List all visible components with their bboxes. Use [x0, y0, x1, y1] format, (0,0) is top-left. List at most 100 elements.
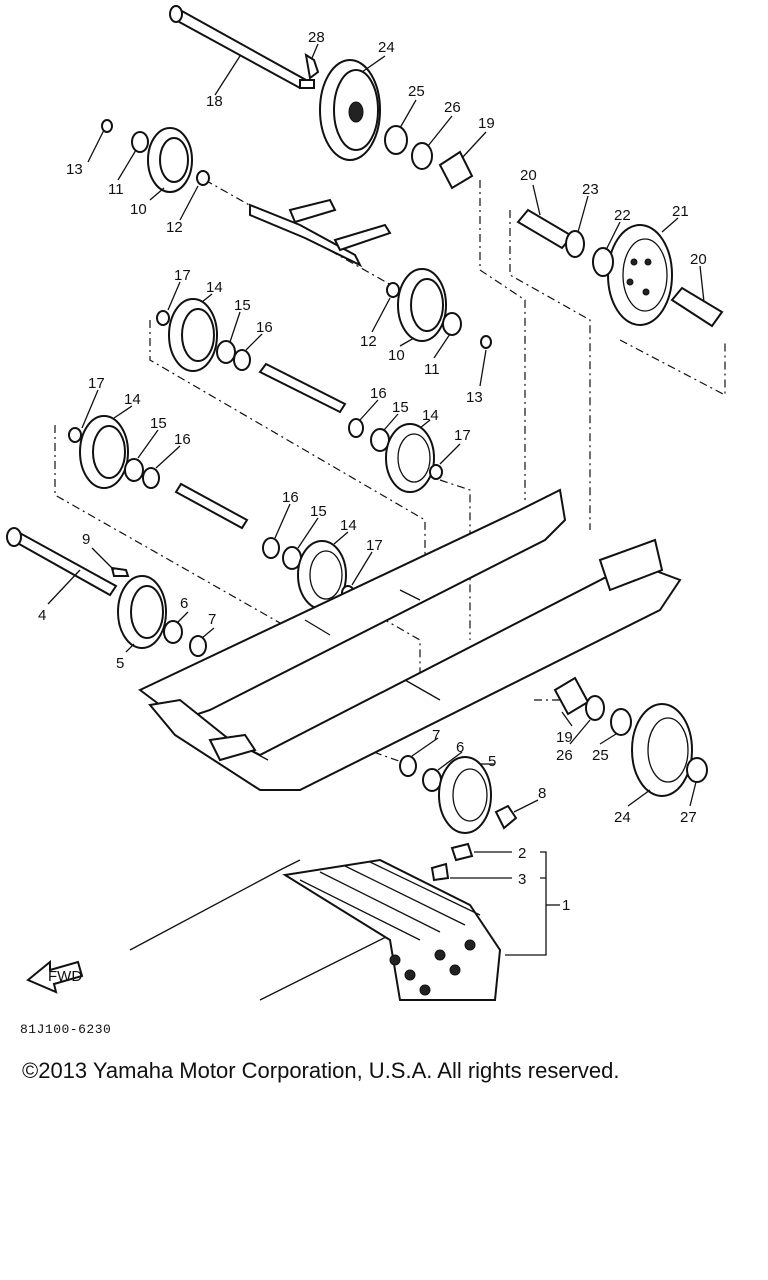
callout-10-upper: 10 [130, 201, 147, 218]
upper-arm [249, 198, 392, 268]
callout-10-lower: 10 [388, 347, 405, 364]
callout-19-lower: 19 [556, 729, 573, 746]
clip-2 [450, 842, 474, 862]
callout-12-lower: 12 [360, 333, 377, 350]
callout-2: 2 [518, 845, 526, 862]
callout-5-right: 5 [488, 753, 496, 770]
callout-13-upper: 13 [66, 161, 83, 178]
callout-25-top: 25 [408, 83, 425, 100]
callout-7-left: 7 [208, 611, 216, 628]
bearing-11-upper [131, 131, 149, 153]
callout-15-row2l: 15 [150, 415, 167, 432]
callout-27: 27 [680, 809, 697, 826]
bearing-22 [592, 247, 614, 277]
collar-16-row1 [233, 349, 251, 371]
spacer-20-right [670, 286, 724, 328]
callout-17-row1: 17 [174, 267, 191, 284]
shaft-4 [6, 527, 118, 597]
spacer-19-top [438, 150, 474, 190]
wheel-10-lower [397, 268, 447, 342]
nut-8 [494, 804, 518, 830]
callout-6-right: 6 [456, 739, 464, 756]
nut-13-upper [101, 119, 113, 133]
nut-17-row2r [429, 464, 443, 480]
ring-23 [565, 230, 585, 258]
callout-25-lower: 25 [592, 747, 609, 764]
callout-14-row1: 14 [206, 279, 223, 296]
callout-5-left: 5 [116, 655, 124, 672]
callout-24-top: 24 [378, 39, 395, 56]
callout-16-row2r: 16 [370, 385, 387, 402]
clip-12-upper [196, 170, 210, 186]
spacer-20-left [516, 208, 574, 250]
wheel-14-row2l [79, 415, 129, 489]
leader-lines [47, 43, 705, 956]
callout-labels: 28 24 18 25 26 19 13 11 10 12 20 23 22 2… [38, 29, 707, 914]
collar-16-row2r [348, 418, 364, 438]
bearing-6-left [163, 620, 183, 644]
parts-diagram: FWD 28 24 18 25 [6, 5, 726, 1001]
callout-20-right: 20 [690, 251, 707, 268]
callout-16-row2l: 16 [174, 431, 191, 448]
callout-26-lower: 26 [556, 747, 573, 764]
collar-7-left [189, 635, 207, 657]
pin-9 [110, 566, 130, 577]
wheel-10-upper [147, 127, 193, 193]
callout-8: 8 [538, 785, 546, 802]
nut-17-row2l [68, 427, 82, 443]
track-1 [129, 858, 502, 1001]
callout-24-lower: 24 [614, 809, 631, 826]
axle-lower [174, 482, 249, 530]
collar-16-row3 [262, 537, 280, 559]
wheel-14-row2r [385, 423, 435, 493]
clip-12-lower [386, 282, 400, 298]
callout-1: 1 [562, 897, 570, 914]
callout-4: 4 [38, 607, 46, 624]
callout-6-left: 6 [180, 595, 188, 612]
callout-15-row2r: 15 [392, 399, 409, 416]
bearing-25-lower [610, 708, 632, 736]
callout-7-right: 7 [432, 727, 440, 744]
bearing-25-top [384, 125, 408, 155]
hub-21 [607, 224, 673, 326]
callout-17-row2r: 17 [454, 427, 471, 444]
nut-13-lower [480, 335, 492, 349]
nut-17-row1 [156, 310, 170, 326]
callout-17-row3: 17 [366, 537, 383, 554]
callout-15-row3: 15 [310, 503, 327, 520]
callout-16-row1: 16 [256, 319, 273, 336]
callout-21: 21 [672, 203, 689, 220]
bearing-15-row2l [124, 458, 144, 482]
collar-16-row2l [142, 467, 160, 489]
callout-20-left: 20 [520, 167, 537, 184]
collar-26-lower [585, 695, 605, 721]
collar-26-top [411, 142, 433, 170]
fwd-arrow: FWD [26, 959, 84, 994]
collar-7-right [399, 755, 417, 777]
callout-9: 9 [82, 531, 90, 548]
callout-3: 3 [518, 871, 526, 888]
callout-13-lower: 13 [466, 389, 483, 406]
slide-rail-frame [138, 488, 682, 791]
wheel-24-top [319, 59, 381, 161]
stud-3 [430, 862, 450, 882]
callout-15-row1: 15 [234, 297, 251, 314]
callout-14-row3: 14 [340, 517, 357, 534]
callout-11-lower: 11 [424, 361, 440, 378]
shaft-18 [169, 5, 315, 90]
callout-14-row2r: 14 [422, 407, 439, 424]
callout-23: 23 [582, 181, 599, 198]
copyright-notice: ©2013 Yamaha Motor Corporation, U.S.A. A… [22, 1058, 620, 1083]
wheel-5-right [438, 756, 492, 834]
wheel-14-row1 [168, 298, 218, 372]
callout-28-top: 28 [308, 29, 325, 46]
callout-12-upper: 12 [166, 219, 183, 236]
cap-27 [686, 757, 708, 783]
cotter-pin-28 [304, 52, 320, 80]
callout-16-row3: 16 [282, 489, 299, 506]
figure-code: 81J100-6230 [20, 1022, 112, 1037]
callout-26-top: 26 [444, 99, 461, 116]
callout-22: 22 [614, 207, 631, 224]
callout-18: 18 [206, 93, 223, 110]
callout-19-top: 19 [478, 115, 495, 132]
